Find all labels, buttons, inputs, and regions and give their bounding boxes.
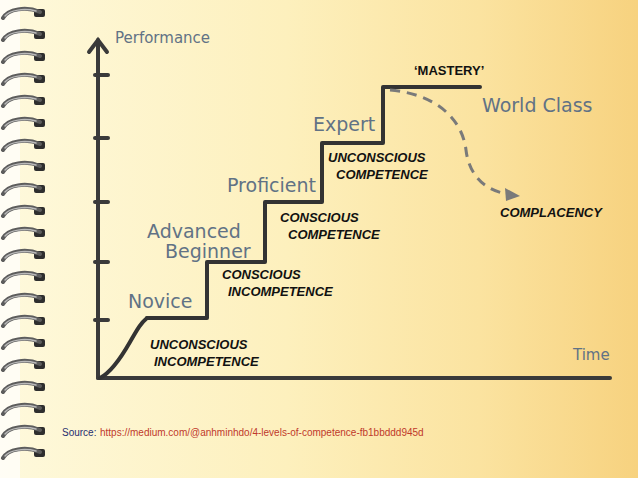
axis-label: Time: [573, 345, 610, 365]
level-label: World Class: [482, 95, 592, 115]
level-label: Expert: [313, 114, 375, 134]
spiral-binding: [3, 9, 45, 458]
stage-label: UNCONSCIOUS COMPETENCE: [328, 149, 428, 183]
staircase: [100, 87, 480, 378]
stage-label: COMPLACENCY: [500, 204, 602, 221]
level-label: Novice: [128, 291, 193, 311]
stage-label: CONSCIOUS INCOMPETENCE: [222, 266, 333, 300]
axis-label: Performance: [115, 28, 210, 48]
level-label: Proficient: [227, 175, 316, 195]
source-label: Source:: [62, 427, 96, 439]
stage-label: UNCONSCIOUS INCOMPETENCE: [150, 336, 259, 370]
level-label: ‘MASTERY’: [414, 62, 484, 79]
level-label: Advanced Beginner: [147, 221, 251, 261]
axes: [89, 40, 610, 378]
stage-label: CONSCIOUS COMPETENCE: [280, 209, 380, 243]
source-link: https://medium.com/@anhminhdo/4-levels-o…: [100, 427, 424, 439]
